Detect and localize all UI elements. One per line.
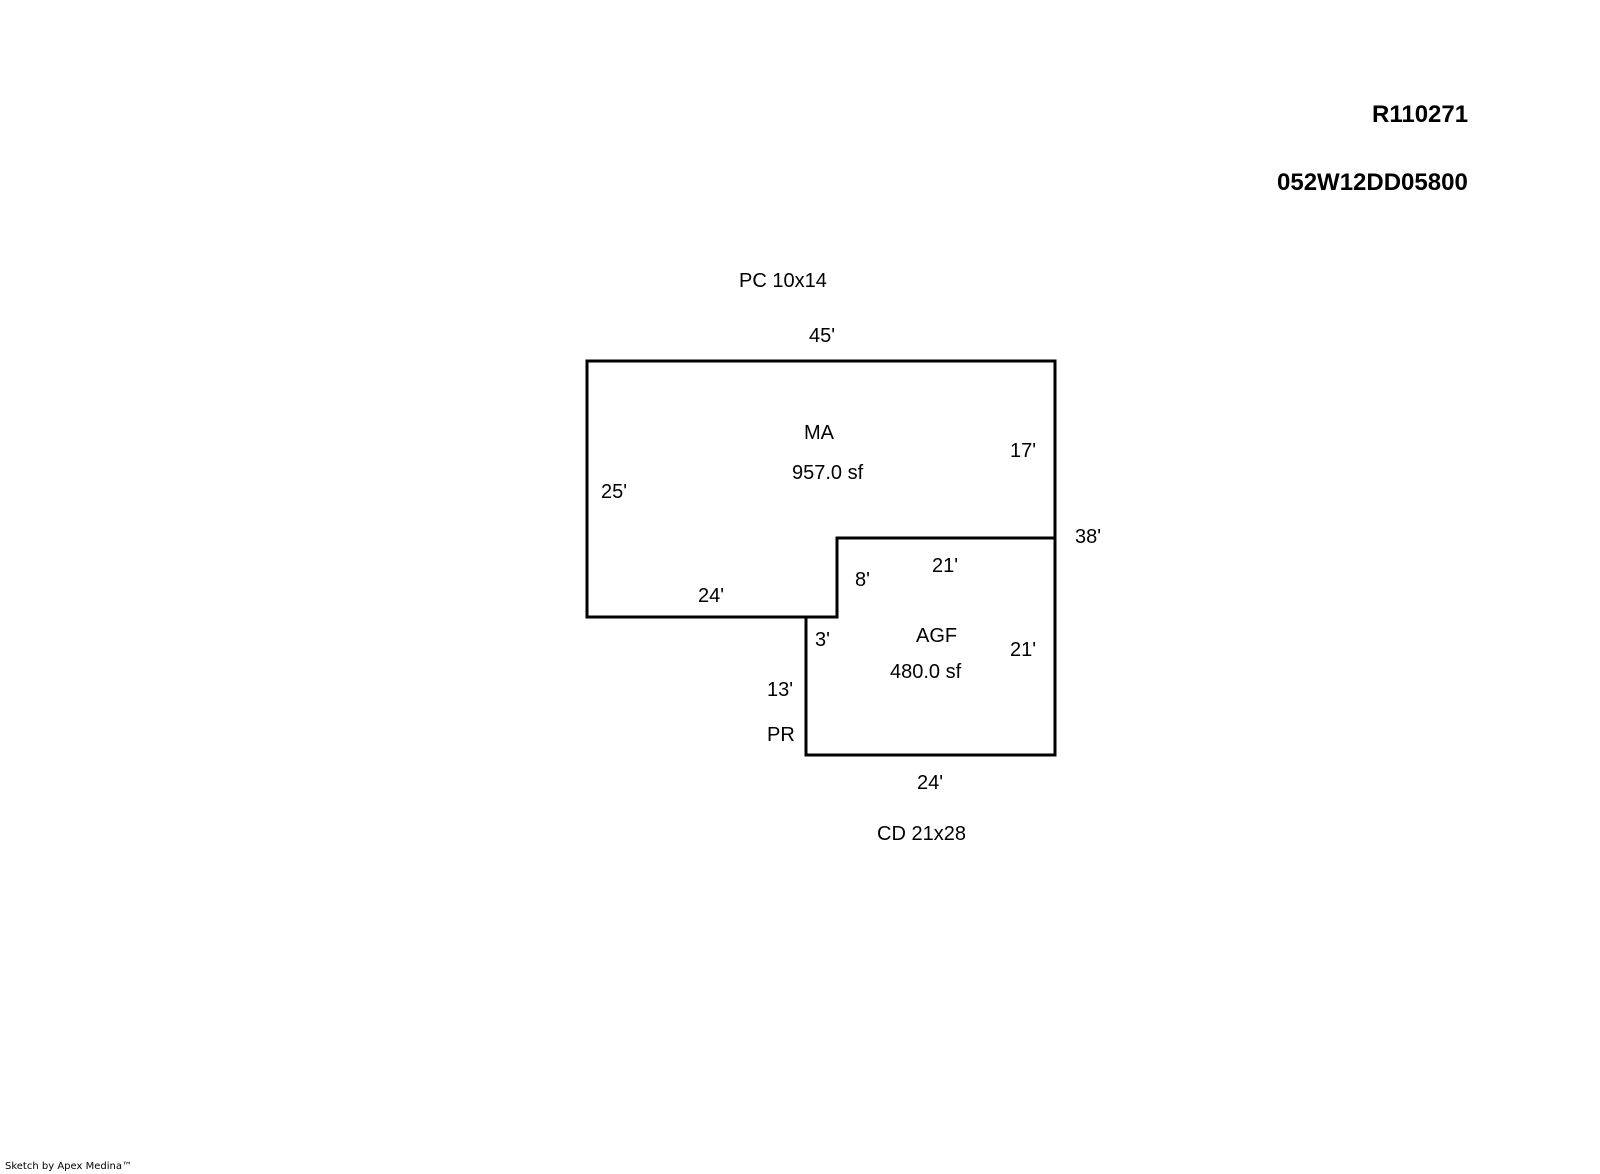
pr-label: PR: [767, 724, 795, 746]
ma-code: MA: [804, 422, 835, 444]
footer-credit: Sketch by Apex Medina™: [5, 1161, 132, 1172]
dim-ma-top: 45': [809, 325, 835, 347]
dim-pr-long: 13': [767, 679, 793, 701]
agf-area: 480.0 sf: [890, 661, 962, 683]
dim-overall-right: 38': [1075, 526, 1101, 548]
garage-outline: [804, 536, 1057, 757]
dim-agf-right: 21': [1010, 639, 1036, 661]
dim-ma-bottom: 24': [698, 585, 724, 607]
pc-label: PC 10x14: [739, 270, 827, 292]
dim-step: 8': [855, 569, 870, 591]
cd-label: CD 21x28: [877, 823, 966, 845]
record-id: R110271: [1372, 101, 1468, 128]
dim-agf-bottom: 24': [917, 772, 943, 794]
dim-agf-top: 21': [932, 555, 958, 577]
dim-ma-left: 25': [601, 481, 627, 503]
agf-code: AGF: [916, 625, 957, 647]
main-area-outline: [585, 359, 1057, 619]
parcel-id: 052W12DD05800: [1277, 169, 1468, 196]
dim-ma-right: 17': [1010, 440, 1036, 462]
ma-area: 957.0 sf: [792, 462, 864, 484]
dim-pr-short: 3': [815, 629, 830, 651]
